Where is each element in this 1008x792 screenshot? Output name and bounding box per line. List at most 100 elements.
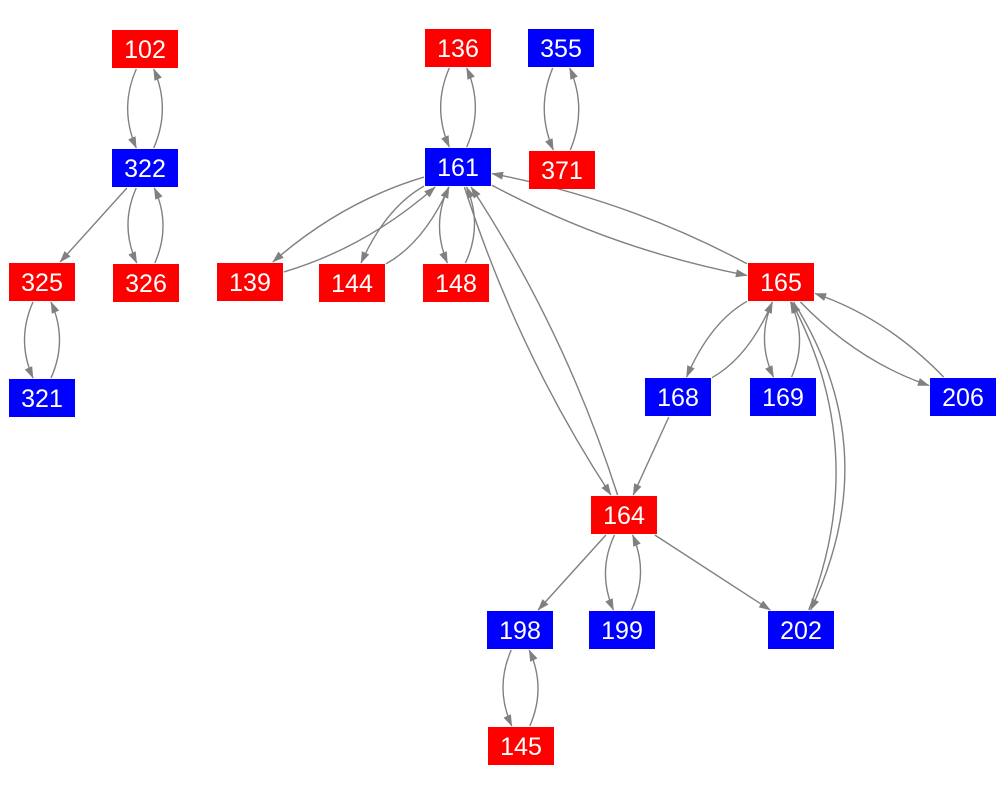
node-145[interactable]: 145 bbox=[488, 727, 554, 765]
node-168-box[interactable] bbox=[645, 378, 711, 416]
edge-198-145 bbox=[502, 649, 513, 727]
edge-145-198 bbox=[528, 649, 539, 727]
edge-322-326 bbox=[127, 187, 138, 264]
node-371-box[interactable] bbox=[529, 151, 595, 189]
node-206-label: 206 bbox=[942, 384, 984, 412]
edge-161-139 bbox=[272, 176, 425, 263]
node-148-label: 148 bbox=[435, 270, 477, 298]
node-102-box[interactable] bbox=[112, 30, 178, 68]
node-136-box[interactable] bbox=[425, 29, 491, 67]
node-202[interactable]: 202 bbox=[768, 611, 834, 649]
node-139-box[interactable] bbox=[217, 263, 283, 301]
edge-325-321 bbox=[23, 301, 34, 379]
node-322-box[interactable] bbox=[112, 149, 178, 187]
node-102[interactable]: 102 bbox=[112, 30, 178, 68]
node-169-label: 169 bbox=[762, 384, 804, 412]
node-136[interactable]: 136 bbox=[425, 29, 491, 67]
edge-148-161 bbox=[464, 186, 476, 264]
node-202-label: 202 bbox=[780, 617, 822, 645]
node-145-box[interactable] bbox=[488, 727, 554, 765]
node-326-label: 326 bbox=[125, 270, 167, 298]
edge-168-165 bbox=[711, 301, 774, 379]
edge-165-202 bbox=[793, 301, 846, 611]
node-161-label: 161 bbox=[437, 154, 479, 182]
node-199[interactable]: 199 bbox=[589, 611, 655, 649]
node-325[interactable]: 325 bbox=[9, 263, 75, 301]
node-148[interactable]: 148 bbox=[423, 264, 489, 302]
node-168[interactable]: 168 bbox=[645, 378, 711, 416]
node-321-box[interactable] bbox=[9, 379, 75, 417]
node-169-box[interactable] bbox=[750, 378, 816, 416]
node-321-label: 321 bbox=[21, 385, 63, 413]
edge-161-148 bbox=[438, 186, 450, 264]
node-136-label: 136 bbox=[437, 35, 479, 63]
node-165-box[interactable] bbox=[748, 263, 814, 301]
node-355-box[interactable] bbox=[528, 29, 594, 67]
node-198-box[interactable] bbox=[487, 611, 553, 649]
node-139-label: 139 bbox=[229, 269, 271, 297]
node-139[interactable]: 139 bbox=[217, 263, 283, 301]
node-322-label: 322 bbox=[124, 155, 166, 183]
edge-326-322 bbox=[153, 187, 164, 264]
edge-102-322 bbox=[126, 68, 137, 149]
edge-161-144 bbox=[360, 185, 425, 264]
edge-139-161 bbox=[283, 186, 436, 273]
edge-164-199 bbox=[604, 534, 616, 611]
edge-165-169 bbox=[763, 301, 775, 378]
node-355[interactable]: 355 bbox=[528, 29, 594, 67]
edge-164-198 bbox=[537, 534, 607, 611]
node-371-label: 371 bbox=[541, 157, 583, 185]
edge-165-168 bbox=[685, 300, 748, 378]
node-206-box[interactable] bbox=[930, 378, 996, 416]
node-326[interactable]: 326 bbox=[113, 264, 179, 302]
node-325-label: 325 bbox=[21, 269, 63, 297]
node-102-label: 102 bbox=[124, 36, 166, 64]
edge-169-165 bbox=[789, 301, 801, 378]
node-199-box[interactable] bbox=[589, 611, 655, 649]
node-355-label: 355 bbox=[540, 35, 582, 63]
node-144-box[interactable] bbox=[319, 264, 385, 302]
edge-199-164 bbox=[630, 534, 642, 611]
node-148-box[interactable] bbox=[423, 264, 489, 302]
edge-164-202 bbox=[654, 534, 771, 611]
edge-322-325 bbox=[59, 187, 128, 263]
node-371[interactable]: 371 bbox=[529, 151, 595, 189]
node-168-label: 168 bbox=[657, 384, 699, 412]
node-321[interactable]: 321 bbox=[9, 379, 75, 417]
node-198[interactable]: 198 bbox=[487, 611, 553, 649]
edge-161-165 bbox=[491, 184, 748, 278]
edge-168-164 bbox=[632, 416, 670, 496]
node-326-box[interactable] bbox=[113, 264, 179, 302]
edge-355-371 bbox=[543, 67, 554, 151]
node-198-label: 198 bbox=[499, 617, 541, 645]
node-164-box[interactable] bbox=[591, 496, 657, 534]
node-144[interactable]: 144 bbox=[319, 264, 385, 302]
node-164-label: 164 bbox=[603, 502, 645, 530]
node-145-label: 145 bbox=[500, 733, 542, 761]
node-161-box[interactable] bbox=[425, 148, 491, 186]
node-206[interactable]: 206 bbox=[930, 378, 996, 416]
edge-164-161 bbox=[470, 186, 619, 496]
node-161[interactable]: 161 bbox=[425, 148, 491, 186]
node-144-label: 144 bbox=[331, 270, 373, 298]
node-164[interactable]: 164 bbox=[591, 496, 657, 534]
edge-165-161 bbox=[491, 171, 748, 265]
node-layer: 102 322 325 326 321 136 355 161 371 139 144 148 165 1… bbox=[9, 29, 996, 765]
edge-layer bbox=[23, 67, 945, 727]
node-325-box[interactable] bbox=[9, 263, 75, 301]
edge-136-161 bbox=[439, 67, 450, 148]
edge-202-165 bbox=[790, 301, 837, 611]
edge-165-206 bbox=[799, 301, 930, 387]
node-165-label: 165 bbox=[760, 269, 802, 297]
node-199-label: 199 bbox=[601, 617, 643, 645]
node-165[interactable]: 165 bbox=[748, 263, 814, 301]
node-169[interactable]: 169 bbox=[750, 378, 816, 416]
edge-161-164 bbox=[463, 186, 612, 496]
edge-371-355 bbox=[569, 67, 580, 151]
node-322[interactable]: 322 bbox=[112, 149, 178, 187]
edge-161-136 bbox=[466, 67, 477, 148]
edge-322-102 bbox=[153, 68, 164, 149]
node-202-box[interactable] bbox=[768, 611, 834, 649]
